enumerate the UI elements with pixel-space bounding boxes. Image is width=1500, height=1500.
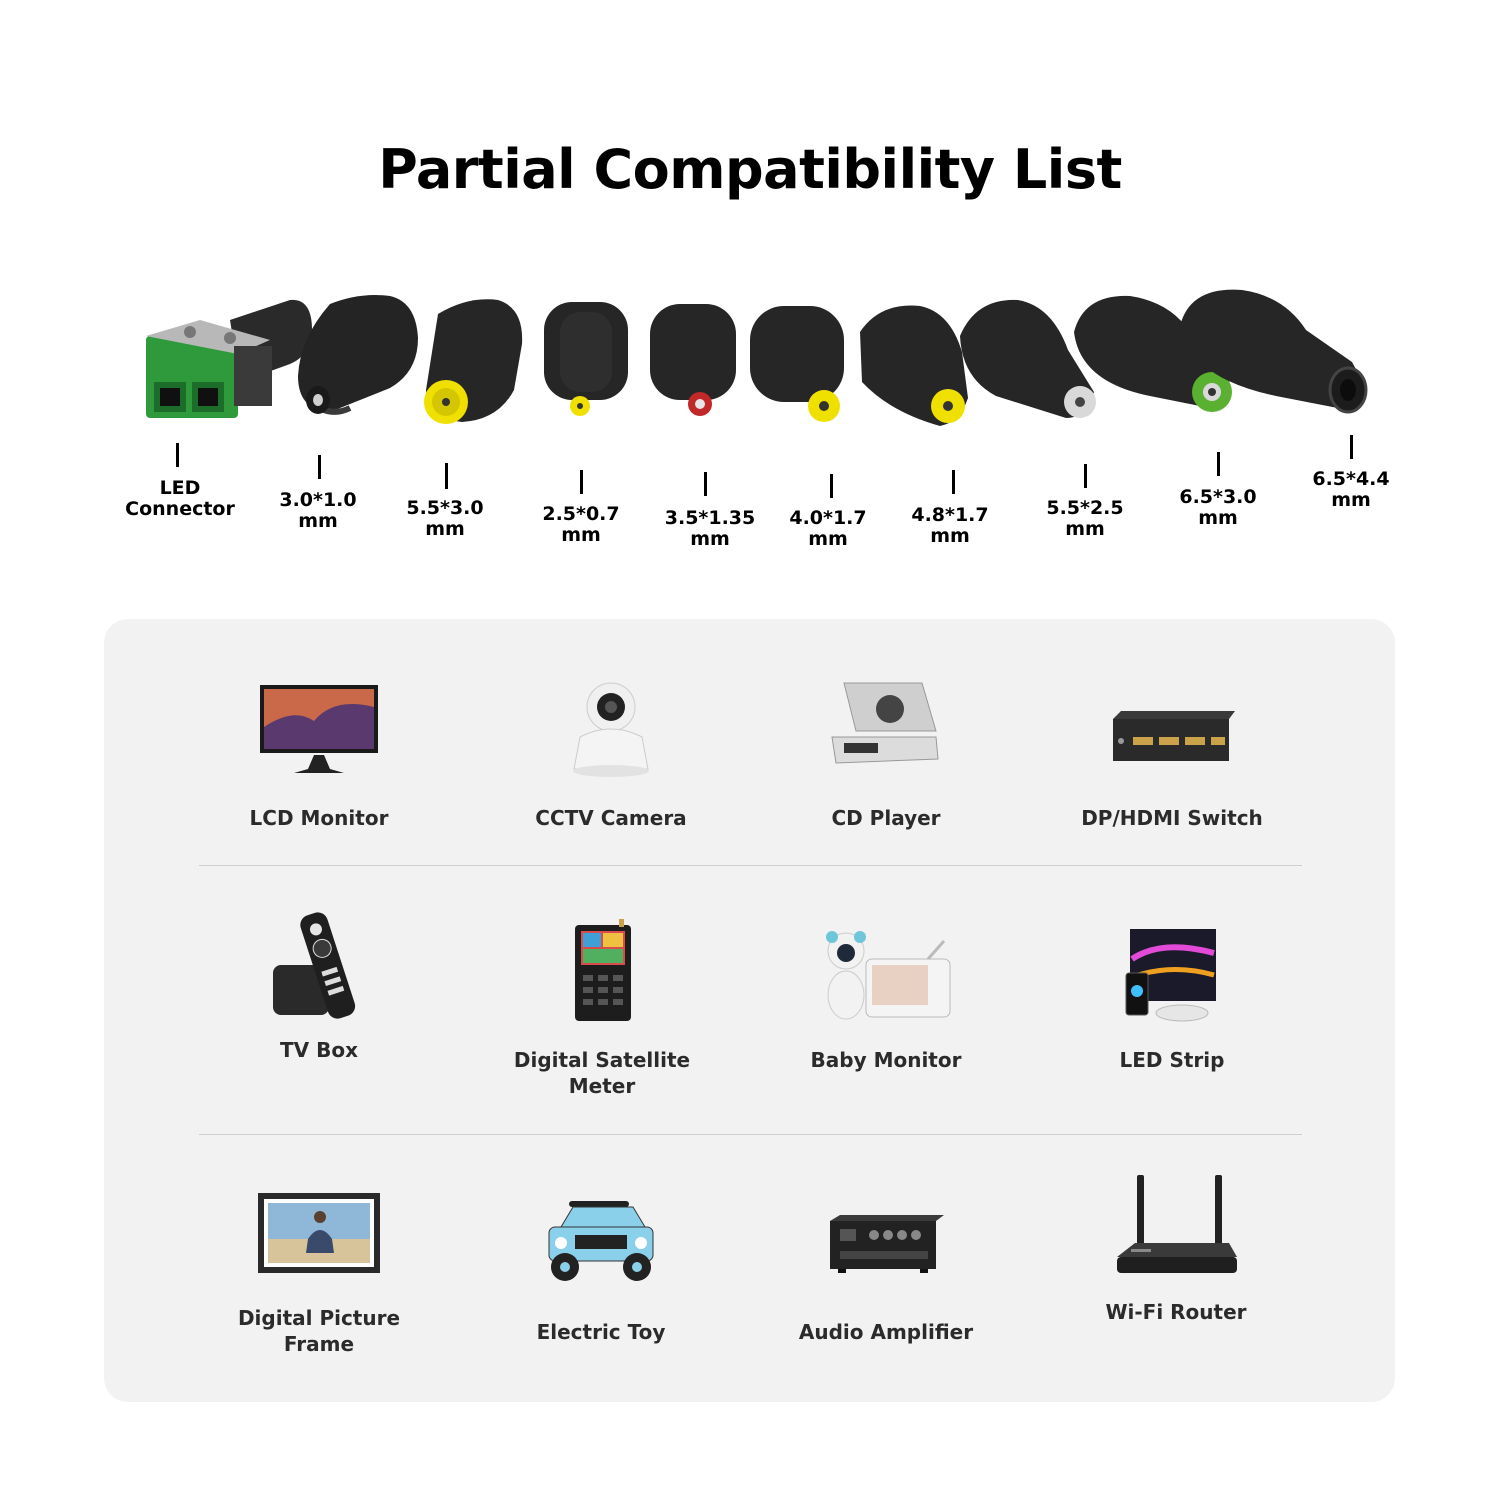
tip-4.8x1.7 — [850, 302, 980, 432]
compatible-devices-panel: LCD Monitor CCTV Camera CD Player — [104, 619, 1395, 1402]
dc-plug-tip-icon — [544, 302, 628, 416]
tip-3.0x1.0 — [290, 292, 430, 422]
tip-3.5x1.35 — [646, 300, 746, 430]
tip-pointer-line — [1084, 464, 1087, 488]
led-strip-icon — [1125, 929, 1216, 1022]
dc-plug-tip-icon — [960, 299, 1096, 418]
hdmi-switch-icon — [1113, 711, 1235, 761]
tip-pointer-line — [1217, 452, 1220, 476]
device-cctv-camera: CCTV Camera — [481, 677, 741, 831]
dc-plug-tip-icon — [650, 304, 736, 416]
wifi-router-icon — [1117, 1175, 1237, 1273]
page-title: Partial Compatibility List — [378, 138, 1122, 201]
tip-led-connector — [140, 290, 320, 430]
tip-pointer-line — [318, 455, 321, 479]
device-wifi-router: Wi-Fi Router — [1046, 1171, 1306, 1325]
monitor-icon — [260, 685, 378, 773]
device-tv-box: TV Box — [189, 909, 449, 1063]
cctv-camera-icon — [573, 682, 649, 777]
tip-2.5x0.7 — [540, 298, 640, 428]
audio-amplifier-icon — [830, 1215, 944, 1273]
tip-6.5x3.0 — [1070, 292, 1240, 412]
row-divider — [199, 865, 1302, 866]
tip-6.5x4.4 — [1176, 286, 1376, 416]
tip-4.0x1.7 — [746, 302, 856, 432]
tip-pointer-line — [830, 474, 833, 498]
tip-pointer-line — [580, 470, 583, 494]
row-divider — [199, 1134, 1302, 1135]
tip-5.5x2.5 — [956, 296, 1106, 426]
cd-player-icon — [831, 682, 939, 764]
picture-frame-icon — [258, 1193, 380, 1273]
tip-pointer-line — [952, 470, 955, 494]
dc-plug-tip-icon — [1074, 295, 1232, 412]
device-lcd-monitor: LCD Monitor — [189, 677, 449, 831]
device-cd-player: CD Player — [756, 677, 1016, 831]
electric-toy-icon — [548, 1201, 654, 1281]
dc-plug-tip-icon — [424, 299, 523, 424]
tip-pointer-line — [176, 443, 179, 467]
tip-5.5x3.0 — [418, 294, 538, 434]
terminal-block-icon — [146, 299, 312, 418]
tip-pointer-line — [704, 472, 707, 496]
dc-plug-tip-icon — [1180, 289, 1368, 414]
tip-pointer-line — [445, 463, 448, 489]
tv-box-icon — [273, 912, 356, 1019]
device-led-strip: LED Strip — [1042, 919, 1302, 1073]
device-baby-monitor: Baby Monitor — [756, 919, 1016, 1073]
dc-plug-tip-icon — [298, 295, 418, 415]
device-hdmi-switch: DP/HDMI Switch — [1042, 677, 1302, 831]
baby-monitor-icon — [826, 931, 951, 1020]
device-electric-toy: Electric Toy — [471, 1191, 731, 1345]
dc-plug-tip-icon — [750, 306, 844, 422]
dc-plug-tip-icon — [860, 305, 968, 426]
tip-pointer-line — [1350, 435, 1353, 459]
device-audio-amplifier: Audio Amplifier — [756, 1191, 1016, 1345]
satellite-meter-icon — [575, 919, 631, 1021]
